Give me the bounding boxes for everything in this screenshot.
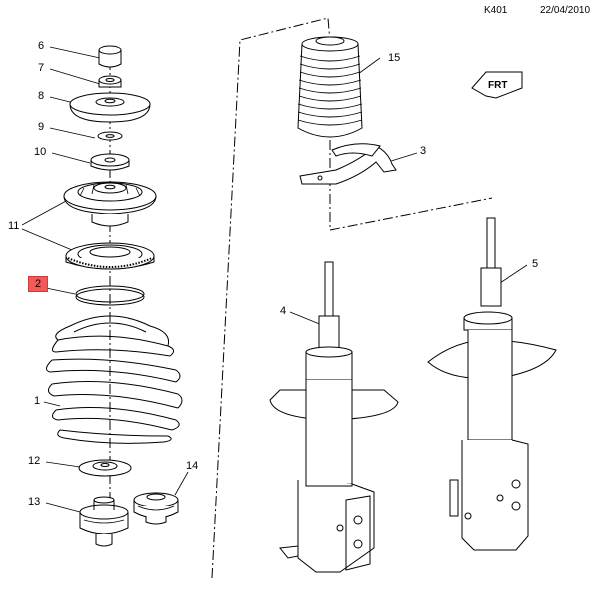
callout-2-highlighted: 2 [28, 276, 48, 292]
part-11-bearing [65, 242, 155, 270]
callout-5: 5 [532, 258, 539, 270]
callout-10: 10 [34, 146, 47, 158]
part-12-spring-seat [78, 459, 132, 477]
svg-text:FRT: FRT [488, 80, 507, 91]
part-9-washer [97, 131, 123, 141]
part-8-washer-plate [69, 92, 151, 123]
part-5-strut [427, 217, 557, 551]
part-15-bellows [297, 36, 363, 138]
callout-13: 13 [28, 496, 41, 508]
part-13-bump-stop [79, 496, 129, 547]
part-14-bump-stop [133, 492, 179, 525]
callout-6: 6 [38, 40, 45, 52]
part-11-strut-mount [63, 181, 157, 227]
diagram-date: 22/04/2010 [540, 5, 591, 16]
callout-9: 9 [38, 121, 45, 133]
callout-12: 12 [28, 455, 41, 467]
front-arrow-icon: FRT [471, 71, 523, 99]
callout-3: 3 [420, 145, 427, 157]
callout-14: 14 [186, 460, 199, 472]
part-10-spacer [90, 153, 130, 171]
part-2-seal-ring [75, 285, 145, 306]
callout-11: 11 [8, 220, 20, 232]
part-4-strut [269, 261, 399, 573]
callout-15: 15 [388, 52, 401, 64]
callout-4: 4 [280, 305, 287, 317]
part-3-bracket [299, 143, 397, 185]
part-1-coil-spring [46, 315, 183, 444]
part-7-nut [98, 75, 122, 88]
callout-1: 1 [34, 395, 41, 407]
callout-7: 7 [38, 62, 45, 74]
part-6-cap [98, 45, 122, 68]
diagram-code: K401 [484, 5, 508, 16]
callout-8: 8 [38, 90, 45, 102]
